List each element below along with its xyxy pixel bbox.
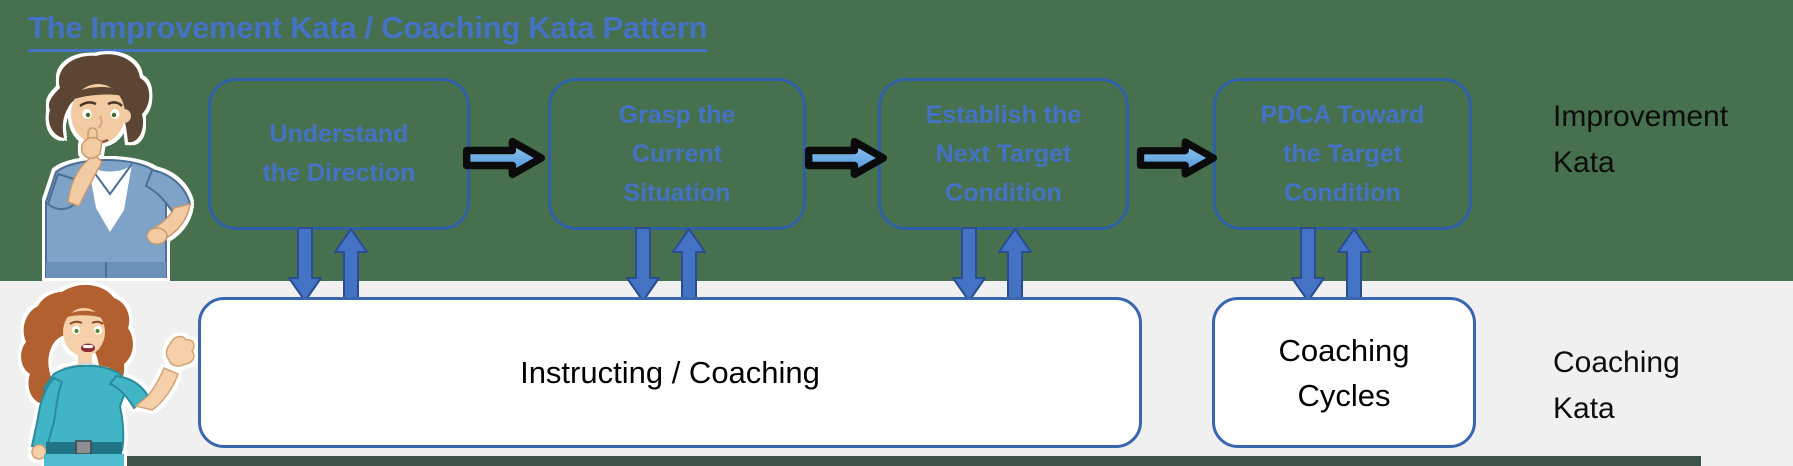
step-box-grasp-current-situation: Grasp the Current Situation: [548, 78, 806, 230]
down-arrow-icon: [288, 227, 322, 302]
up-arrow-icon: [1337, 228, 1371, 303]
up-arrow-icon: [672, 228, 706, 303]
step-box-understand-direction: Understand the Direction: [208, 78, 470, 230]
coaching-kata-label: Coaching Kata: [1553, 346, 1680, 425]
thinking-man-illustration: [45, 54, 192, 278]
up-arrow-icon: [334, 228, 368, 303]
presenting-woman-illustration: [21, 284, 195, 466]
bottom-edge-strip: [95, 456, 1701, 466]
right-arrow-icon: [462, 137, 546, 179]
right-arrow-icon: [1136, 138, 1218, 178]
page-title[interactable]: The Improvement Kata / Coaching Kata Pat…: [28, 10, 708, 52]
improvement-kata-label: Improvement Kata: [1553, 100, 1729, 179]
down-arrow-icon: [1291, 227, 1325, 302]
instructing-coaching-box: Instructing / Coaching: [198, 297, 1142, 448]
step-box-pdca-toward-target: PDCA Toward the Target Condition: [1213, 78, 1472, 230]
down-arrow-icon: [952, 227, 986, 302]
coaching-cycles-box: Coaching Cycles: [1212, 297, 1476, 448]
down-arrow-icon: [626, 227, 660, 302]
step-box-establish-next-target: Establish the Next Target Condition: [878, 78, 1129, 230]
up-arrow-icon: [998, 228, 1032, 303]
right-arrow-icon: [804, 137, 888, 179]
